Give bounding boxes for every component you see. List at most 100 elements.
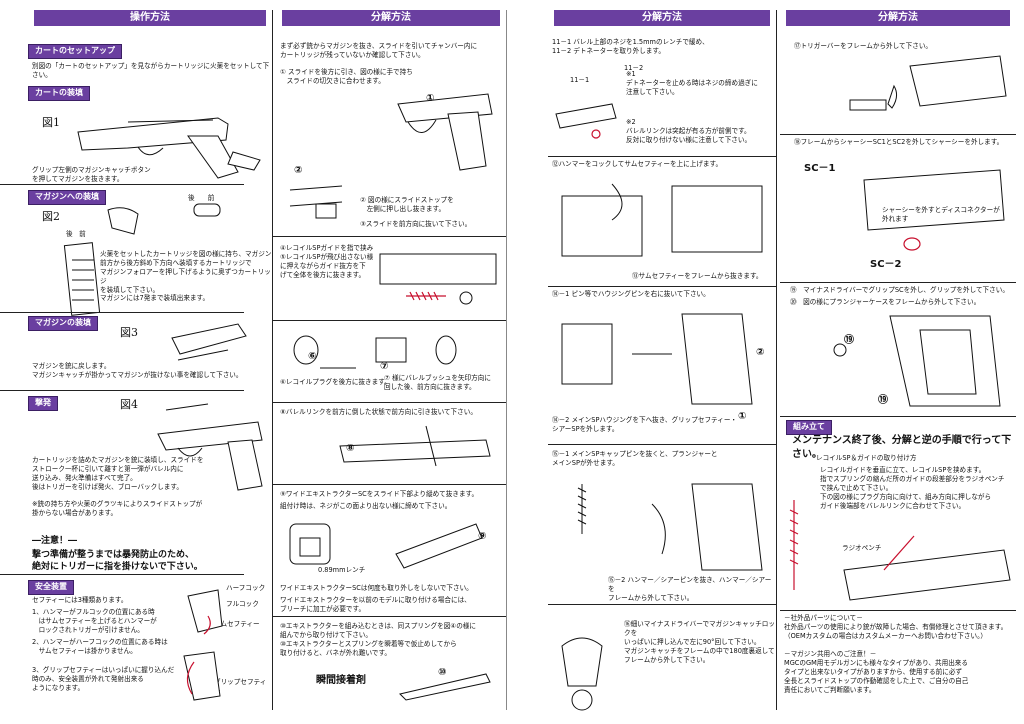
step-text: ⑧バレルリンクを前方に倒した状態で前方向に引き抜いて下さい。 (280, 408, 477, 416)
magazine-illustration (63, 203, 221, 316)
column-divider (272, 10, 273, 710)
step-text: ⑲ マイナスドライバーでグリップSCを外し、グリップを外して下さい。 (790, 286, 1009, 294)
recoil-plug-illustration (293, 335, 457, 369)
section-tag: カートの装填 (28, 86, 90, 101)
body-text: 別図の「カートのセットアップ」を見ながらカートリッジに火薬をセットして下さい。 (32, 62, 270, 79)
caution-text: 撃つ準備が整うまでは暴発防止のため、 絶対にトリガーに指を掛けないで下さい。 (32, 550, 203, 572)
cart-setup-section: カートのセットアップ 別図の「カートのセットアップ」を見ながらカートリッジに火薬… (28, 44, 272, 79)
callout-label: 11－1 (570, 76, 590, 84)
step-text: ⑳ 図の様にプランジャーケースをフレームから外して下さい。 (790, 298, 981, 306)
safety-section: 安全装置 セフティーには3種類あります。 1、ハンマーがフルコックの位置にある時… (28, 580, 272, 701)
note-text: ※銃の持ち方や火薬のグラツキによりスライドストップが 掛からない場合があります。 (32, 500, 203, 517)
body-text: セフティーには3種類あります。 (32, 596, 128, 604)
body-text: グリップ左側のマガジンキャッチボタン を押してマガジンを抜きます。 (32, 166, 151, 183)
sc1-label: SC－1 (804, 163, 836, 174)
body-text: 2、ハンマーがハーフコックの位置にある時は サムセフティーは掛かりません。 (32, 638, 168, 655)
mag-install-section: マガジンの装填 図3 マガジンを銃に戻します。 マガジンキャッチが掛かってマガジ… (0, 316, 272, 391)
column-header: 分解方法 (554, 10, 770, 26)
step-text: 組付け時は、ネジがこの面より出ない様に締めて下さい。 (280, 502, 452, 510)
step-text: ⑩エキストラクターを組み込むときは、同スプリングを図④の様に 組んでから取り付け… (280, 622, 476, 657)
pliers-label: ラジオペンチ (842, 544, 882, 552)
body-text: 1、ハンマーがフルコックの位置にある時 はサムセフティーを上げるとハンマーが ロ… (32, 608, 157, 634)
column-operation: 操作方法 カートのセットアップ 別図の「カートのセットアップ」を見ながらカートリ… (0, 10, 272, 716)
section-tag: マガジンへの装填 (28, 190, 106, 205)
step-text: ⑰トリガーバーをフレームから外して下さい。 (794, 42, 933, 50)
step-text: 11－1 バレル上部のネジを1.5mmのレンチで緩め、 11－2 デトネーターを… (552, 38, 709, 55)
column-disassembly-2: 分解方法 11－1 バレル上部のネジを1.5mmのレンチで緩め、 11－2 デト… (548, 10, 776, 716)
barrel-top-illustration (555, 103, 617, 139)
slide-pull-illustration (397, 93, 493, 171)
column-divider (776, 10, 777, 710)
step-text: ⑭－2 メインSPハウジングを下へ抜き、グリップセフティー・ シアーSPを外しま… (552, 416, 738, 433)
mag-load-section: マガジンへの装填 図2 後 前 後 前 火薬をセットしたカートリッジを図の様に持… (0, 190, 272, 316)
recoil-title: レコイルSP＆ガイドの取り付け方 (816, 454, 917, 462)
step-text: ⑨ワイドエキストラクターSCをスライド下部より縦めて抜きます。 (280, 490, 479, 498)
caution-title: ―注意！― (32, 536, 78, 546)
figure-label: 図1 (42, 116, 60, 129)
glue-label: 瞬間接着剤 (316, 675, 366, 686)
recoil-text: レコイルガイドを垂直に立て、レコイルSPを挟めます。 指でスプリングの縮んだ所の… (820, 466, 1005, 510)
page-fold (506, 10, 507, 710)
cart-load-section: カートの装填 図1 グリップ左側のマガジンキャッチボタン を押してマガジンを抜き… (0, 86, 272, 185)
step-text: ⑮－1 メインSPキャップピンを抜くと、プランジャーと メインSPが外せます。 (552, 450, 718, 467)
section-tag: 安全装置 (28, 580, 74, 595)
figure-label: 図3 (120, 326, 138, 339)
step-text: ⑦ 様にバレルブッシュを矢印方向に 回した後、前方向に抜きます。 (384, 374, 491, 391)
note-text: ワイドエキストラクターを以前のモデルに取り付ける場合には、 ブリーチに加工が必要… (280, 596, 471, 613)
note-text: シャーシーを外すとディスコネクターが 外れます (882, 206, 1000, 223)
step-text: ⑱フレームからシャーシーSC1とSC2を外してシャーシーを外します。 (794, 138, 1004, 146)
callout-label: ハーフコック (226, 584, 266, 592)
step-text: ⑭－1 ピン等でハウジングピンを右に抜いて下さい。 (552, 290, 710, 298)
step-text: ⑮－2 ハンマー／シアーピンを抜き、ハンマー／シアーを フレームから外して下さい… (608, 576, 772, 602)
body-text: 火薬をセットしたカートリッジを図の様に持ち、マガジン 前方から後方斜め下方向へ装… (100, 250, 272, 303)
step-text: ② 図の様にスライドストップを 左側に押し出し抜きます。 (360, 196, 454, 213)
hammer-cock-illustration (561, 183, 763, 257)
note-text: ワイドエキストラクターSCは何度も取り外しをしないで下さい。 (280, 584, 473, 592)
main-spring-illustration (577, 483, 763, 571)
column-header: 分解方法 (786, 10, 1010, 26)
section-tag: 組み立て (786, 420, 832, 435)
grip-illustration (833, 315, 1001, 407)
recoil-guide-illustration (379, 253, 497, 305)
chassis-illustration (863, 169, 1005, 251)
extractor-illustration (289, 523, 483, 569)
slide-stop-illustration (289, 185, 343, 219)
note-text: －マガジン共用へのご注意！－ MGCのGM用モデルガンにも様々なタイプがあり、共… (784, 650, 969, 694)
recoil-assembly-illustration (789, 500, 1011, 601)
step-text: ⑫ハンマーをコックしてサムセフティーを上に上げます。 (552, 160, 723, 168)
body-text: カートリッジを詰めたマガジンを銃に装填し、スライドを ストローク一杯に引いて離す… (32, 456, 204, 491)
step-text: ⑯細いマイナスドライバーでマガジンキャッチロックを いっぱいに押し込んで左に90… (624, 620, 775, 664)
pistol-illustration (77, 117, 261, 179)
back-front-label: 後 前 (188, 194, 215, 202)
callout-label: 11－2 (624, 64, 644, 72)
callout-label: フルコック (226, 600, 259, 608)
step-text: ④レコイルSPガイドを指で挟み ⑤レコイルSPが飛び出さない様 に押えながらガイ… (280, 244, 374, 279)
step-text: ⑥レコイルプラグを後方に抜きます。 (280, 378, 391, 386)
glue-illustration (399, 673, 491, 701)
section-tag: カートのセットアップ (28, 44, 122, 59)
assembly-section: 組み立て (786, 420, 832, 435)
intro-text: まず必ず銃からマガジンを抜き、スライドを引いてチャンバー内に カートリッジが残っ… (280, 42, 478, 59)
fire-section: 撃発 図4 カートリッジを詰めたマガジンを銃に装填し、スライドを ストローク一杯… (28, 396, 272, 517)
pistol-fire-illustration (157, 403, 263, 491)
column-header: 分解方法 (282, 10, 500, 26)
body-text: 3、グリップセフティーはいっぱいに握り込んだ 時のみ、安全装置が外れて発射出来る… (32, 666, 175, 692)
mag-catch-illustration (561, 637, 603, 711)
sc2-label: SC－2 (870, 259, 902, 270)
column-header: 操作方法 (34, 10, 266, 26)
column-disassembly-3: 分解方法 ⑰トリガーバーをフレームから外して下さい。 ⑱フレームからシャーシーS… (780, 10, 1016, 716)
body-text: マガジンを銃に戻します。 マガジンキャッチが掛かってマガジンが抜けない事を確認し… (32, 362, 243, 379)
housing-pin-illustration (561, 313, 753, 405)
section-tag: 撃発 (28, 396, 58, 411)
column-disassembly-1: 分解方法 まず必ず銃からマガジンを抜き、スライドを引いてチャンバー内に カートリ… (272, 10, 506, 716)
barrel-illustration (339, 425, 491, 467)
safety-illustration (183, 589, 223, 701)
note-text: ※2 バレルリンクは突起が有る方が前側です。 反対に取り付けない様に注意して下さ… (626, 118, 752, 144)
trigger-bar-illustration (849, 55, 1007, 111)
callout-label: サムセフティー (214, 620, 260, 628)
note-text: －社外品パーツについて－ 社外品パーツの使用により銃が故障した場合、有償修理とさ… (784, 614, 1008, 640)
wrench-label: 0.89mmレンチ (318, 566, 366, 574)
step-text: ③スライドを前方向に抜いて下さい。 (360, 220, 472, 228)
back-front-label: 後 前 (66, 230, 86, 238)
figure-label: 図4 (120, 398, 138, 411)
